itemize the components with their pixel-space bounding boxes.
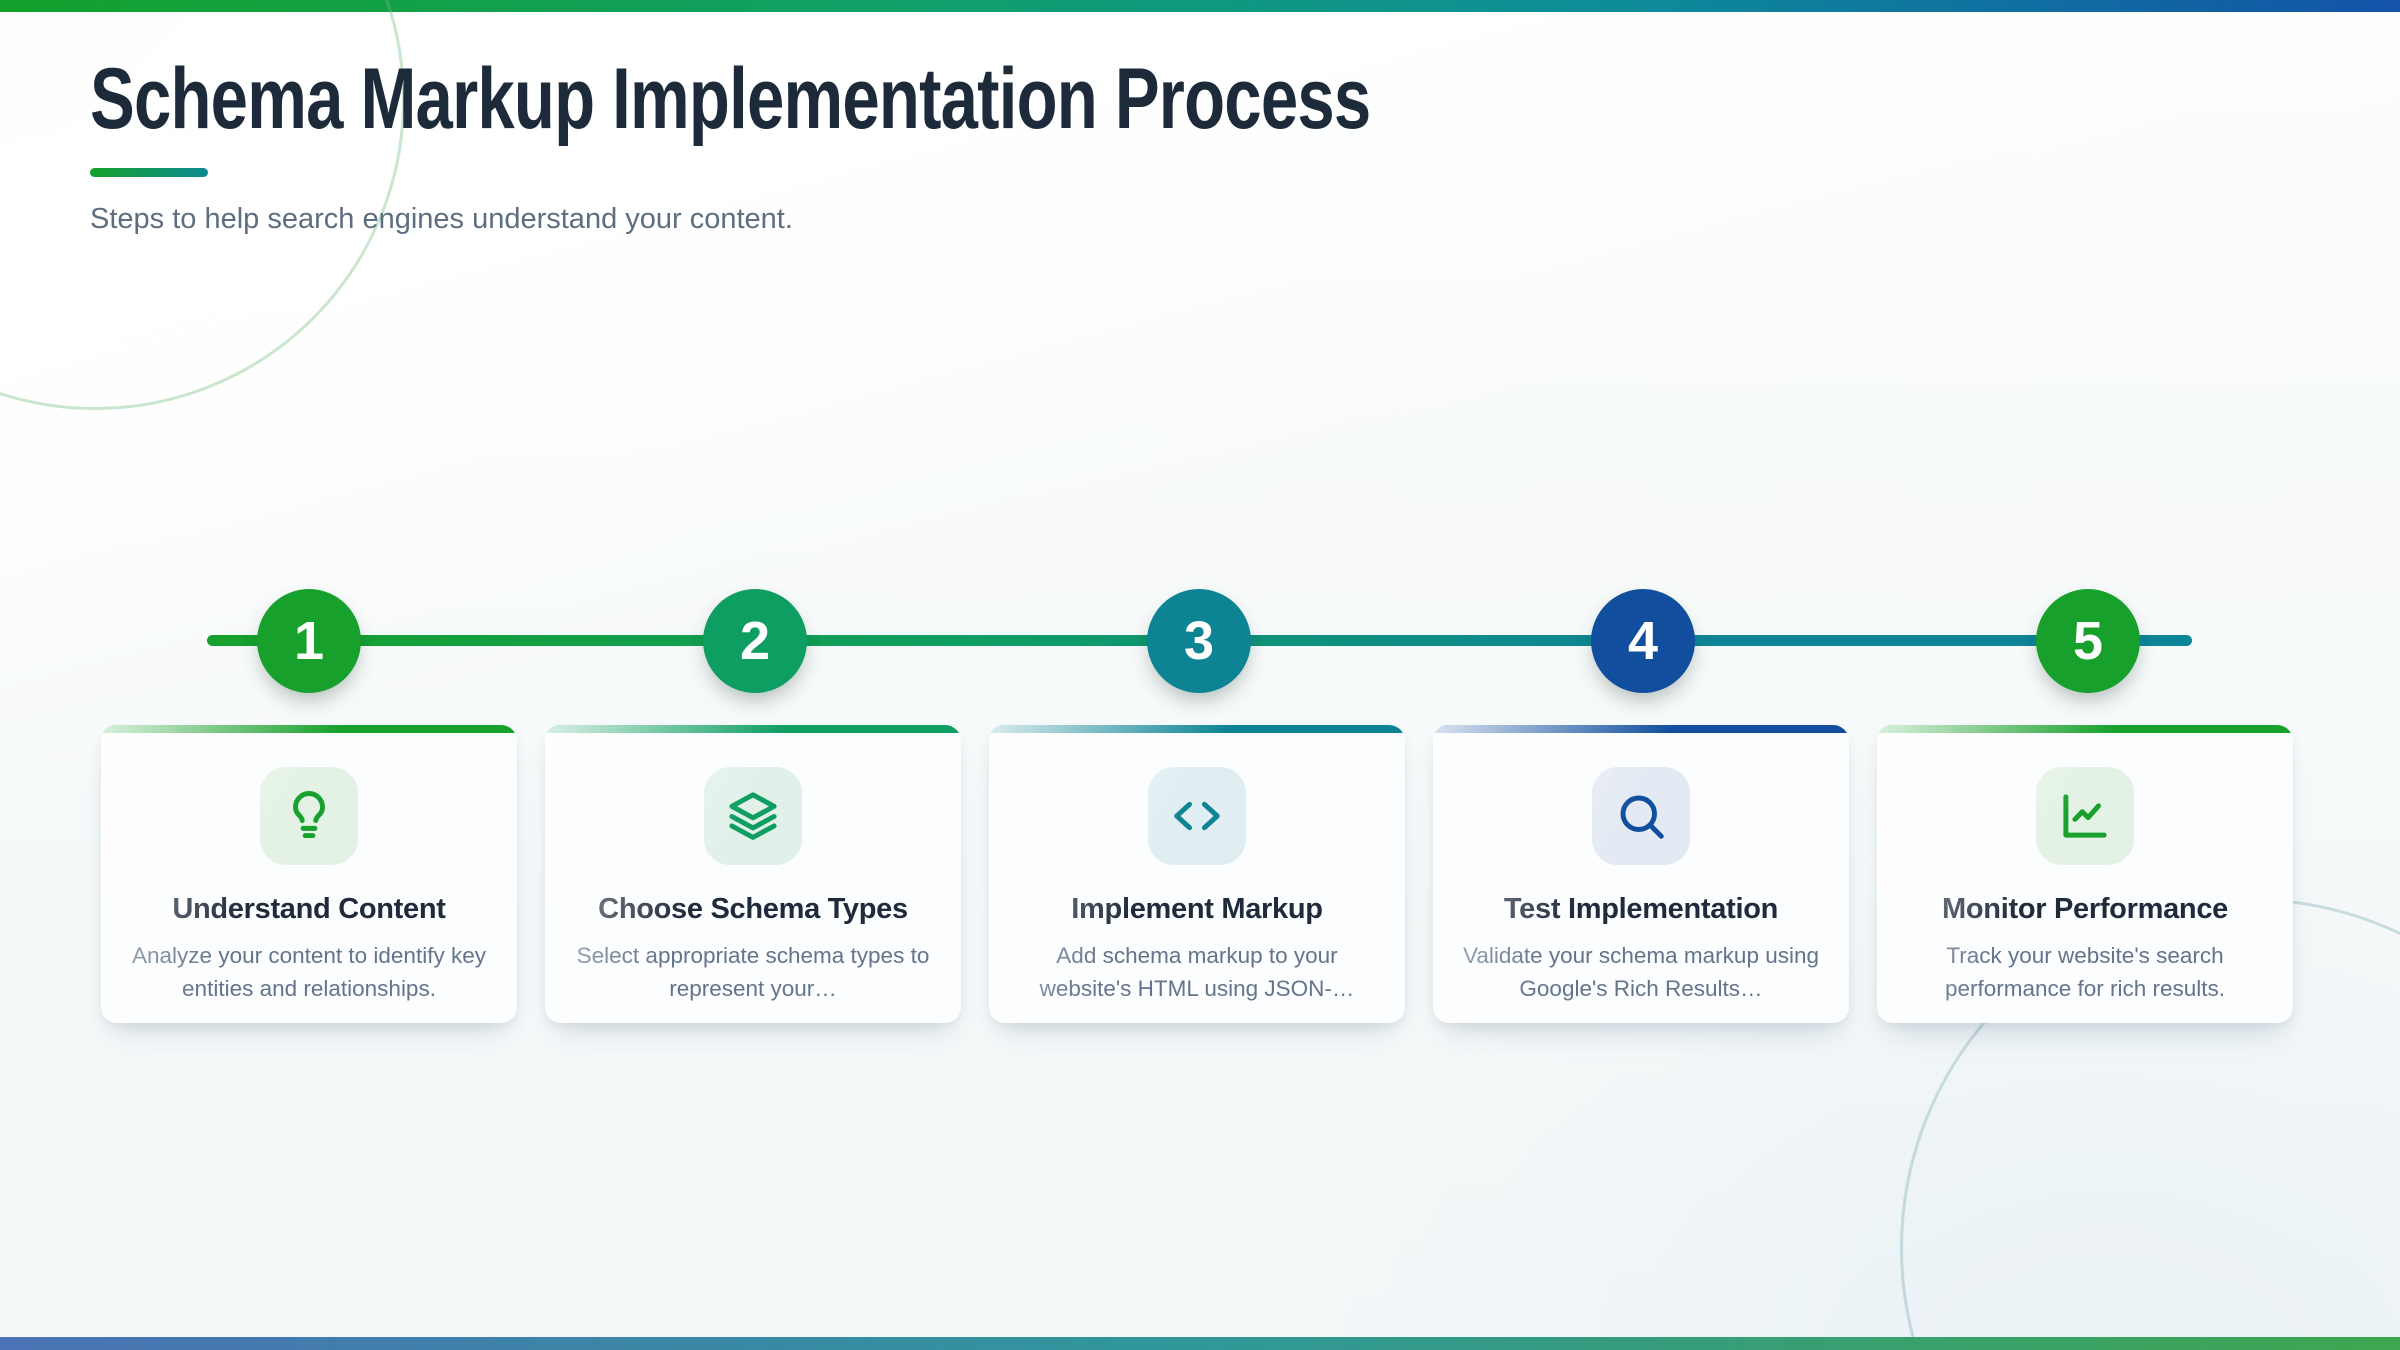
timeline-node-2: 2 — [703, 589, 807, 693]
card-accent-bar — [1433, 725, 1849, 733]
header: Schema Markup Implementation Process Ste… — [90, 56, 1732, 236]
step-card-understand-content: Understand Content Analyze your content … — [101, 725, 517, 1023]
card-accent-bar — [989, 725, 1405, 733]
card-description: Select appropriate schema types to repre… — [576, 943, 930, 1002]
step-number: 1 — [293, 611, 325, 671]
chart-line-icon — [2063, 794, 2107, 838]
search-icon — [1620, 795, 1664, 839]
card-description: Track your website's search performance … — [1944, 943, 2226, 1002]
timeline-node-1: 1 — [257, 589, 361, 693]
icon-tile — [1592, 767, 1690, 865]
step-card-implement-markup: Implement Markup Add schema markup to yo… — [989, 725, 1405, 1023]
icon-tile — [2036, 767, 2134, 865]
layers-icon — [729, 792, 777, 840]
card-title: Implement Markup — [1071, 893, 1323, 925]
timeline-node-5: 5 — [2036, 589, 2140, 693]
step-number: 5 — [2072, 611, 2104, 671]
card-accent-bar — [1877, 725, 2293, 733]
step-number: 3 — [1183, 611, 1215, 671]
timeline-node-3: 3 — [1147, 589, 1251, 693]
card-title: Understand Content — [172, 893, 446, 925]
card-title: Test Implementation — [1503, 893, 1779, 925]
card-title: Choose Schema Types — [598, 893, 908, 925]
card-description: Analyze your content to identify key ent… — [132, 943, 486, 1002]
page-subtitle: Steps to help search engines understand … — [90, 203, 793, 235]
card-description: Add schema markup to your website's HTML… — [1039, 943, 1355, 1002]
page-title: Schema Markup Implementation Process — [90, 51, 1371, 147]
card-description: Validate your schema markup using Google… — [1462, 943, 1819, 1002]
step-number: 4 — [1627, 611, 1659, 671]
step-card-monitor-performance: Monitor Performance Track your website's… — [1877, 725, 2293, 1023]
top-accent-bar — [0, 0, 2400, 12]
step-card-choose-schema-types: Choose Schema Types Select appropriate s… — [545, 725, 961, 1023]
timeline-node-4: 4 — [1591, 589, 1695, 693]
card-title: Monitor Performance — [1942, 893, 2228, 925]
icon-tile — [704, 767, 802, 865]
code-icon — [1174, 801, 1220, 831]
icon-tile — [1148, 767, 1246, 865]
step-number: 2 — [739, 611, 771, 671]
title-underline — [90, 168, 208, 177]
step-card-test-implementation: Test Implementation Validate your schema… — [1433, 725, 1849, 1023]
lightbulb-icon — [293, 791, 325, 839]
bottom-accent-bar — [0, 1337, 2400, 1350]
step-cards-row: Understand Content Analyze your content … — [101, 725, 2293, 1023]
card-accent-bar — [101, 725, 517, 733]
card-accent-bar — [545, 725, 961, 733]
icon-tile — [260, 767, 358, 865]
